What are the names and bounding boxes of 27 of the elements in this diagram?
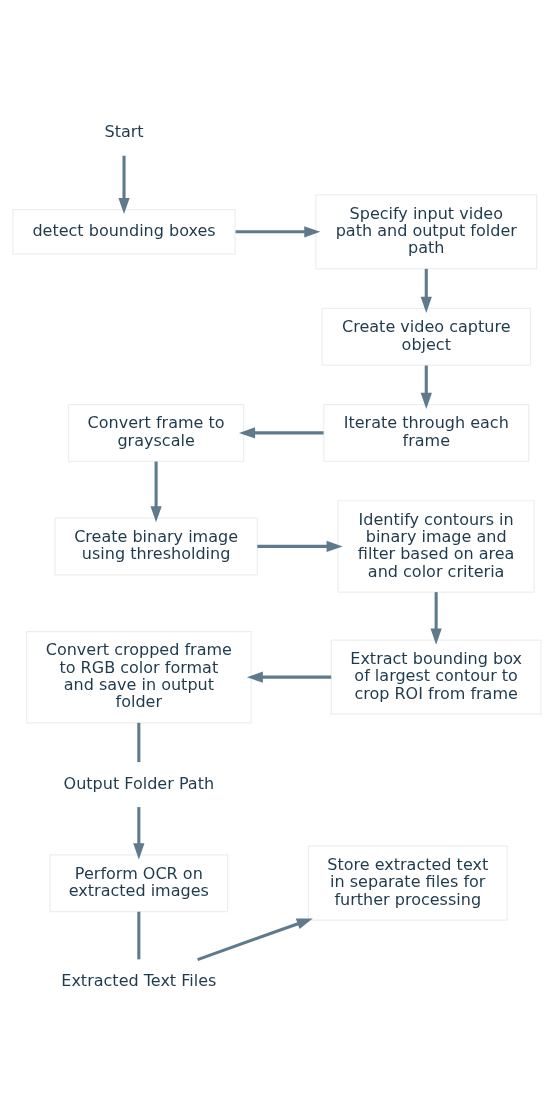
node-box: Iterate through each frame bbox=[323, 403, 530, 462]
node-box: Store extracted text in separate files for further processing bbox=[307, 845, 508, 921]
node-box: Specify input video path and output folder path bbox=[315, 194, 538, 270]
arrow bbox=[420, 365, 432, 409]
node-box: Convert frame to grayscale bbox=[67, 403, 245, 462]
node-box: Identify contours in binary image and filter based on area and color criteria bbox=[337, 500, 535, 593]
node-box: Perform OCR on extracted images bbox=[49, 854, 229, 913]
arrow bbox=[420, 268, 432, 313]
arrow bbox=[235, 226, 321, 238]
arrow bbox=[257, 540, 343, 552]
arrow bbox=[197, 918, 313, 962]
arrow bbox=[118, 155, 130, 214]
node-box: Create video capture object bbox=[321, 307, 532, 366]
arrow bbox=[239, 427, 324, 439]
node-box: Create binary image using thresholding bbox=[54, 517, 258, 576]
node-box: Extract bounding box of largest contour to crop ROI from frame bbox=[330, 639, 542, 715]
arrow bbox=[430, 592, 442, 645]
arrow bbox=[150, 461, 162, 523]
node-box: detect bounding boxes bbox=[12, 209, 236, 255]
node-text: Start bbox=[104, 122, 144, 142]
node-box: Convert cropped frame to RGB color format and save in output folder bbox=[25, 630, 252, 724]
connector bbox=[137, 911, 141, 960]
node-text: Extracted Text Files bbox=[61, 971, 217, 991]
arrow bbox=[133, 807, 145, 860]
connector bbox=[137, 722, 141, 763]
arrow bbox=[246, 671, 332, 683]
node-text: Output Folder Path bbox=[63, 773, 215, 793]
